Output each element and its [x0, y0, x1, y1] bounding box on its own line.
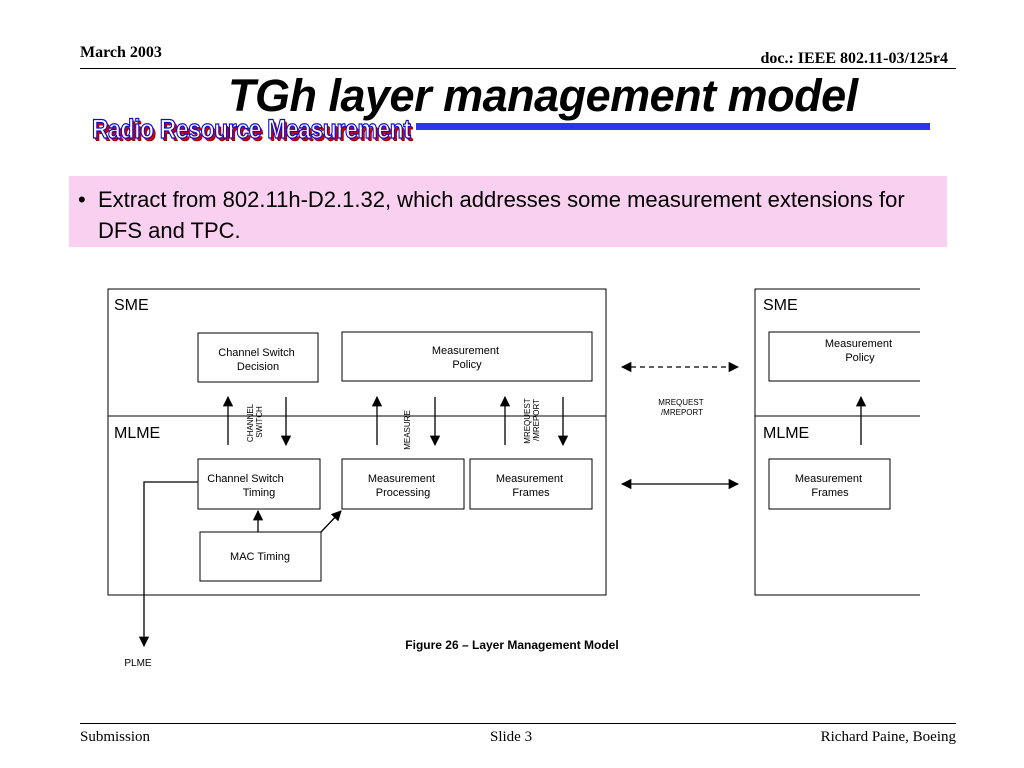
- measurement-frames-box: [469, 458, 593, 510]
- radio-resource-measurement-logo: Radio Resource Measurement: [91, 113, 411, 144]
- left-mlme-label: MLME: [114, 425, 160, 442]
- mac-timing-box: [199, 531, 322, 582]
- measurement-processing-label-1: Measurement: [368, 473, 435, 485]
- measurement-processing-box: [341, 458, 465, 510]
- svg-text:Measurement Policy: Measurement Policy: [432, 345, 502, 371]
- header-date: March 2003: [80, 44, 162, 61]
- slide-title: TGh layer management model: [228, 70, 858, 121]
- left-sme-label: SME: [114, 297, 149, 314]
- bullet-highlight-box: [69, 176, 947, 247]
- right-station-frame: [754, 288, 920, 596]
- bullet-point: • Extract from 802.11h-D2.1.32, which ad…: [78, 184, 938, 246]
- svg-text:Measurement Processing: Measurement Processing: [368, 473, 438, 499]
- svg-text:Measurement Policy: Measurement Policy: [825, 338, 895, 364]
- footer-author: Richard Paine, Boeing: [820, 729, 956, 745]
- footer-slide-number: Slide 3: [490, 729, 533, 745]
- mrequest-vlabel-2: /MREPORT: [532, 399, 541, 441]
- right-measurement-policy-label-1: Measurement: [825, 338, 892, 350]
- channel-switch-vlabel-2: SWITCH: [255, 406, 264, 438]
- measurement-policy-label-2: Policy: [452, 359, 482, 371]
- right-mlme-label: MLME: [763, 425, 809, 442]
- right-measurement-policy-box: [768, 331, 920, 382]
- channel-switch-vlabel-1: CHANNEL: [246, 403, 255, 442]
- right-measurement-frames-label-1: Measurement: [795, 473, 862, 485]
- link-label-2: /MREPORT: [661, 408, 703, 417]
- bullet-marker: •: [78, 187, 86, 212]
- right-measurement-frames-box: [768, 458, 891, 510]
- header-rule: [80, 68, 956, 69]
- svg-text:Measurement Frames: Measurement Frames: [496, 473, 566, 499]
- right-sme-label: SME: [763, 297, 798, 314]
- footer-rule: [80, 723, 956, 724]
- footer-submission: Submission: [80, 729, 151, 745]
- measurement-processing-label-2: Processing: [376, 487, 430, 499]
- plme-path-arrow: [138, 481, 198, 648]
- right-measurement-policy-label-2: Policy: [845, 352, 875, 364]
- figure-caption: Figure 26 – Layer Management Model: [405, 638, 618, 652]
- measurement-policy-box: [341, 331, 593, 382]
- svg-text:CHANNEL SWITCH: CHANNEL SWITCH: [246, 402, 264, 442]
- left-station-frame: [107, 288, 607, 596]
- right-measurement-frames-label-2: Frames: [811, 487, 849, 499]
- link-label-1: MREQUEST: [658, 398, 703, 407]
- measurement-policy-label-1: Measurement: [432, 345, 499, 357]
- measurement-frames-label-2: Frames: [512, 487, 550, 499]
- measurement-frames-label-1: Measurement: [496, 473, 563, 485]
- title-underline-bar: [416, 123, 930, 130]
- svg-text:MREQUEST /MREPORT: MREQUEST /MREPORT: [658, 398, 705, 417]
- svg-text:MREQUEST /MREPORT: MREQUEST /MREPORT: [523, 396, 541, 443]
- svg-text:Channel Switch Decision: Channel Switch Decision: [218, 347, 298, 373]
- mac-timing-label: MAC Timing: [230, 551, 290, 563]
- mrequest-vlabel-1: MREQUEST: [523, 398, 532, 443]
- channel-switch-timing-label-2: Timing: [243, 487, 276, 499]
- svg-text:Measurement Frames: Measurement Frames: [795, 473, 865, 499]
- header-doc-id: doc.: IEEE 802.11-03/125r4: [760, 50, 948, 67]
- channel-switch-decision-label-1: Channel Switch: [218, 347, 294, 359]
- channel-switch-decision-label-2: Decision: [237, 361, 279, 373]
- bullet-text: Extract from 802.11h-D2.1.32, which addr…: [98, 187, 905, 243]
- plme-label: PLME: [124, 658, 152, 669]
- channel-switch-decision-box: [197, 332, 319, 383]
- mac-timing-to-processing-arrow: [320, 510, 342, 533]
- channel-switch-timing-box: [197, 458, 321, 510]
- measure-vlabel: MEASURE: [403, 410, 412, 450]
- channel-switch-timing-label-1: Channel Switch: [207, 473, 283, 485]
- svg-text:Channel Switch Timing: Channel Switch Timing: [207, 473, 287, 499]
